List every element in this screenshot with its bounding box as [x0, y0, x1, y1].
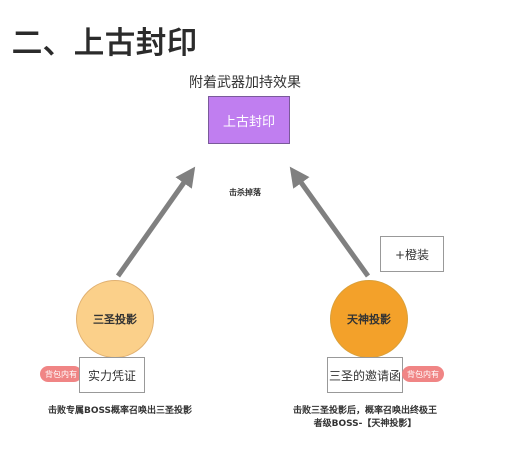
- right-caption: 击败三圣投影后，概率召唤出终极王 者级BOSS-【天神投影】: [265, 405, 465, 431]
- invitation-letter-box: 三圣的邀请函: [327, 357, 403, 393]
- right-caption-line1: 击败三圣投影后，概率召唤出终极王: [292, 406, 437, 416]
- left-arrow: [115, 166, 196, 278]
- orange-gear-box: +橙装: [380, 236, 444, 272]
- strength-certificate-box: 实力凭证: [79, 357, 145, 393]
- ancient-seal-box: 上古封印: [208, 96, 290, 144]
- left-caption: 击败专属BOSS概率召唤出三圣投影: [47, 406, 193, 416]
- left-bag-tag: 背包内有: [40, 366, 82, 382]
- right-caption-line2: 者级BOSS-【天神投影】: [313, 419, 417, 429]
- right-arrow: [289, 166, 371, 278]
- god-projection-node: 天神投影: [330, 280, 408, 358]
- right-bag-tag: 背包内有: [402, 366, 444, 382]
- three-saints-node: 三圣投影: [76, 280, 154, 358]
- three-saints-label: 三圣投影: [93, 313, 137, 326]
- kill-drop-label: 击杀掉落: [229, 188, 261, 197]
- target-caption: 附着武器加持效果: [189, 75, 301, 91]
- god-projection-label: 天神投影: [347, 313, 391, 326]
- section-heading: 二、上古封印: [12, 26, 198, 61]
- ancient-seal-label: 上古封印: [222, 114, 275, 130]
